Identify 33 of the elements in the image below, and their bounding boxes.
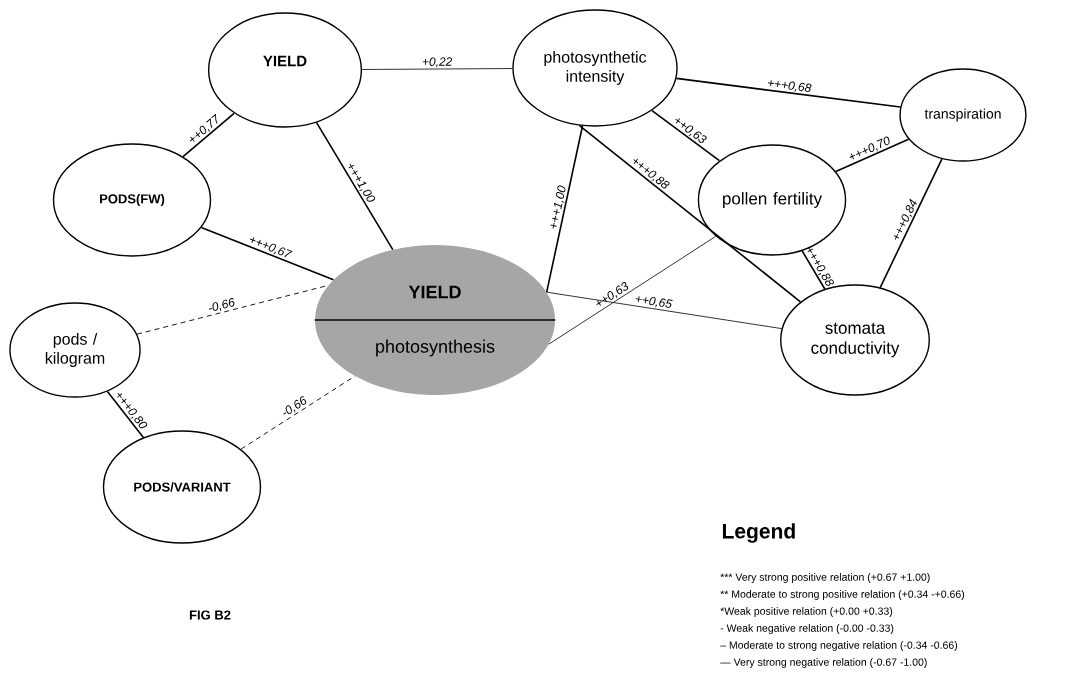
legend-text: *** Very strong positive relation (+0.67 +1.00) — [720, 573, 930, 583]
connector-line — [578, 124, 802, 303]
connector-line — [801, 250, 826, 290]
edge-label: +++1,00 — [550, 185, 566, 229]
edge-label: ++0,65 — [635, 296, 673, 308]
connector-line — [182, 112, 235, 158]
edge-label: -0,66 — [283, 396, 307, 415]
connector-line — [106, 390, 145, 439]
ellipse-node: PODS/VARIANT — [102, 430, 262, 544]
legend-heading: Legend — [722, 523, 795, 543]
connector-line — [651, 109, 721, 162]
ellipse-node: PODS(FW) — [52, 143, 212, 257]
connector-line — [546, 291, 783, 329]
legend-text: — Very strong negative relation (-0.67 -1.00) — [720, 658, 927, 668]
connector-line — [835, 138, 910, 173]
legend-text: - Weak negative relation (-0.00 -0.33) — [720, 624, 894, 634]
legend-text: – Moderate to strong negative relation (-0.34 -0.66) — [720, 641, 958, 651]
edge-label: +++0,67 — [249, 237, 293, 258]
figure-caption: FIG B2 — [189, 610, 231, 620]
connector-line — [200, 226, 335, 281]
edge-label: +++0,68 — [768, 80, 812, 92]
connector-line — [548, 235, 717, 345]
ellipse-node: transpiration — [899, 68, 1027, 162]
legend-text: *Weak positive relation (+0.00 +0.33) — [720, 607, 893, 617]
connector-line — [545, 125, 584, 293]
edge-label: -0,66 — [208, 298, 235, 312]
connector-line — [879, 158, 943, 289]
connector-line — [315, 121, 394, 251]
edge-label: +0,22 — [422, 57, 453, 68]
connector-line — [675, 77, 902, 108]
legend-text: ** Moderate to strong positive relation (+0.34 -+0.66) — [720, 590, 965, 600]
connector-line — [361, 68, 513, 70]
connector-line — [240, 375, 356, 450]
